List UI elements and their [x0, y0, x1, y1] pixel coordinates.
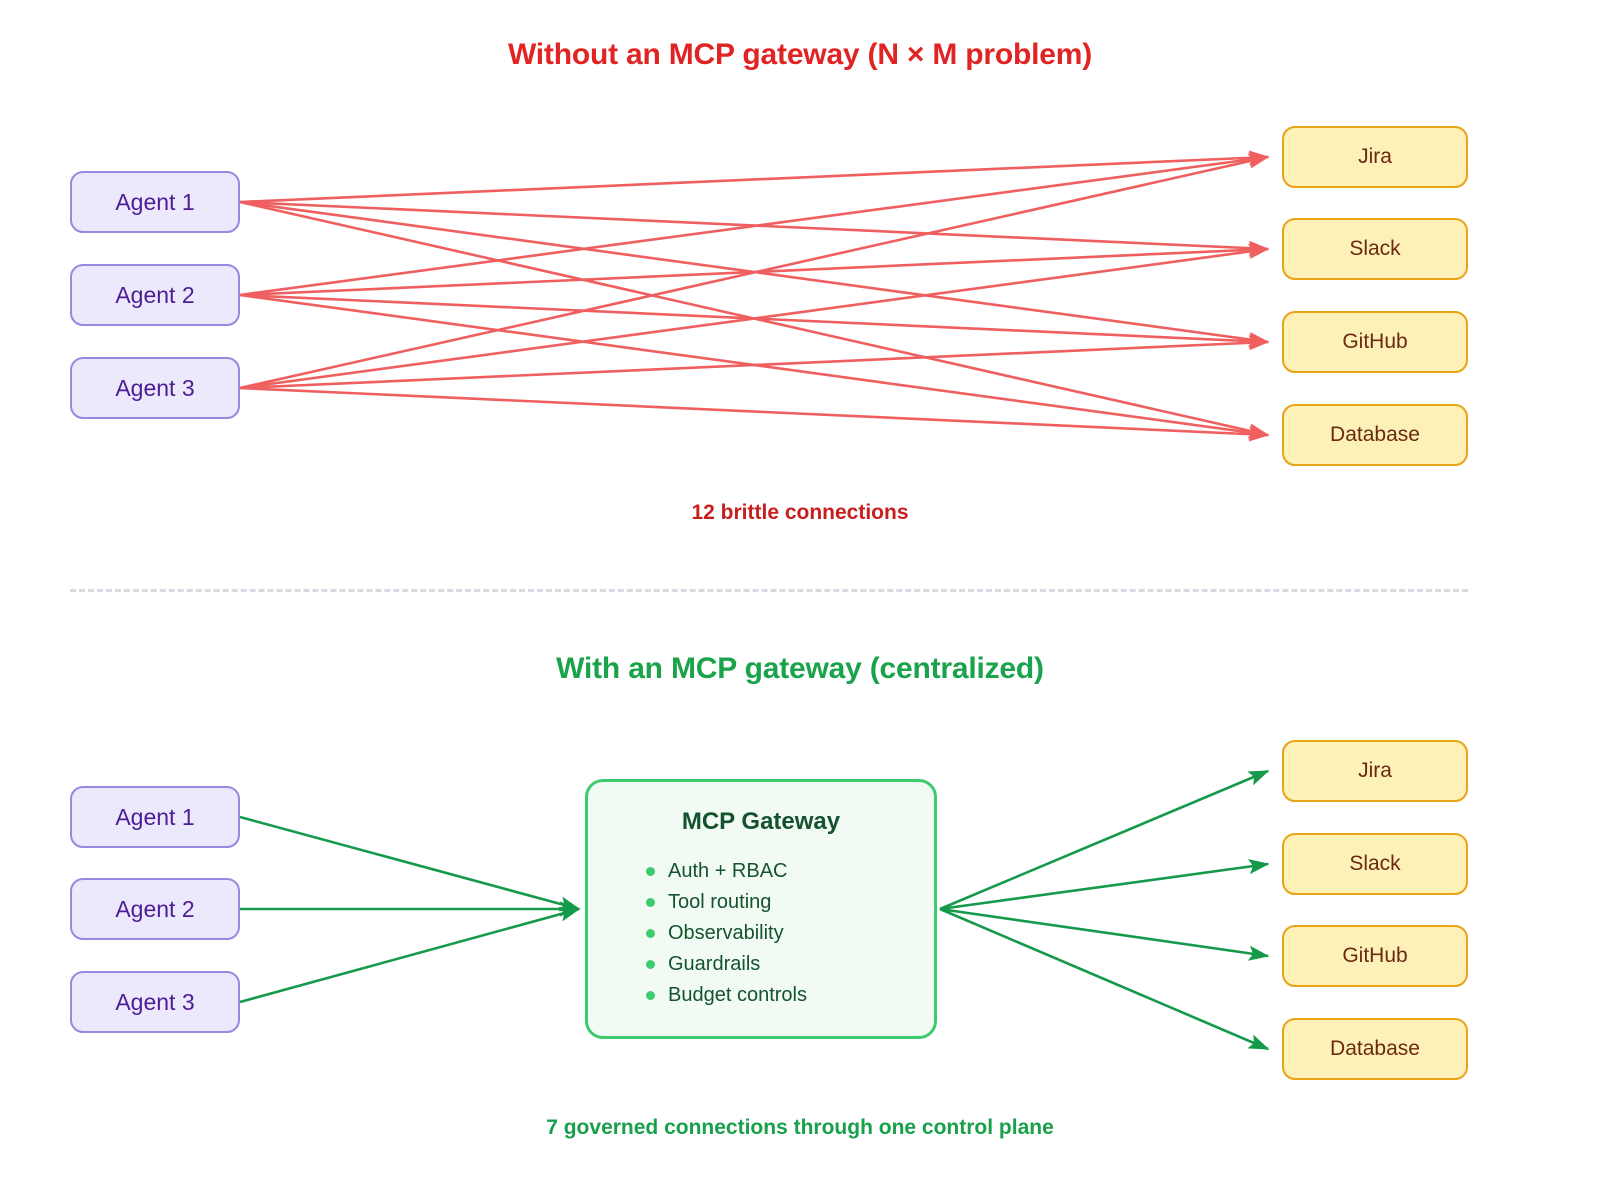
node-label: GitHub — [1342, 330, 1408, 353]
node-service-github-with[interactable]: GitHub — [1282, 925, 1468, 987]
gateway-feature-item: Auth + RBAC — [646, 856, 934, 887]
edge-gateway-slack — [939, 859, 1270, 911]
node-label: GitHub — [1342, 944, 1408, 967]
gateway-feature-label: Budget controls — [668, 984, 807, 1006]
node-service-database-with[interactable]: Database — [1282, 1018, 1468, 1080]
edge-agent2-database — [239, 293, 1270, 440]
node-label: Agent 1 — [115, 188, 195, 215]
gateway-feature-label: Tool routing — [668, 891, 772, 913]
edge-agent1-gateway — [239, 815, 581, 912]
node-label: Database — [1330, 423, 1420, 446]
edge-gateway-jira — [939, 769, 1270, 911]
node-agent-1-without[interactable]: Agent 1 — [70, 171, 240, 233]
edge-agent3-github — [239, 335, 1270, 390]
node-service-slack-without[interactable]: Slack — [1282, 218, 1468, 280]
gateway-inbound-edges-group — [239, 815, 581, 1004]
gateway-title: MCP Gateway — [681, 808, 841, 835]
edge-agent2-slack — [239, 242, 1270, 297]
node-label: Agent 3 — [115, 374, 195, 401]
edge-agent3-database — [239, 386, 1270, 442]
node-label: Agent 2 — [115, 281, 195, 308]
gateway-feature-label: Auth + RBAC — [668, 860, 788, 882]
node-service-database-without[interactable]: Database — [1282, 404, 1468, 466]
section-divider — [70, 589, 1468, 592]
node-agent-3-without[interactable]: Agent 3 — [70, 357, 240, 419]
node-agent-2-with[interactable]: Agent 2 — [70, 878, 240, 940]
bullet-icon — [646, 991, 655, 1000]
edge-agent1-github — [239, 200, 1270, 347]
mesh-edges-group — [239, 150, 1270, 442]
node-label: Database — [1330, 1037, 1420, 1060]
gateway-feature-item: Guardrails — [646, 949, 934, 980]
edge-agent3-gateway — [239, 906, 581, 1004]
edge-agent1-jira — [239, 150, 1270, 204]
gateway-feature-item: Tool routing — [646, 887, 934, 918]
node-agent-3-with[interactable]: Agent 3 — [70, 971, 240, 1033]
node-label: Jira — [1358, 145, 1392, 168]
without-gateway-title: Without an MCP gateway (N × M problem) — [507, 38, 1093, 71]
node-mcp-gateway[interactable]: MCP Gateway Auth + RBAC Tool routing Obs… — [585, 779, 937, 1039]
node-label: Agent 2 — [115, 895, 195, 922]
gateway-feature-item: Observability — [646, 918, 934, 949]
edge-agent3-jira — [239, 153, 1270, 390]
gateway-feature-item: Budget controls — [646, 980, 934, 1011]
edge-agent1-slack — [239, 200, 1270, 256]
node-service-github-without[interactable]: GitHub — [1282, 311, 1468, 373]
gateway-feature-label: Observability — [668, 922, 784, 944]
gateway-outbound-edges-group — [939, 769, 1270, 1051]
bullet-icon — [646, 960, 655, 969]
with-gateway-title: With an MCP gateway (centralized) — [556, 652, 1044, 685]
bullet-icon — [646, 898, 655, 907]
node-label: Agent 1 — [115, 803, 195, 830]
gateway-feature-label: Guardrails — [668, 953, 761, 975]
edge-agent1-database — [239, 200, 1270, 439]
edge-gateway-database — [939, 907, 1270, 1051]
edge-agent2-github — [239, 293, 1270, 349]
without-gateway-caption: 12 brittle connections — [691, 501, 909, 524]
node-service-jira-with[interactable]: Jira — [1282, 740, 1468, 802]
gateway-feature-list: Auth + RBAC Tool routing Observability G… — [588, 856, 934, 1011]
node-label: Slack — [1349, 237, 1401, 260]
node-agent-1-with[interactable]: Agent 1 — [70, 786, 240, 848]
edge-gateway-github — [939, 907, 1270, 961]
node-label: Slack — [1349, 852, 1401, 875]
with-gateway-caption: 7 governed connections through one contr… — [546, 1116, 1054, 1139]
node-label: Jira — [1358, 759, 1392, 782]
node-agent-2-without[interactable]: Agent 2 — [70, 264, 240, 326]
node-service-slack-with[interactable]: Slack — [1282, 833, 1468, 895]
bullet-icon — [646, 929, 655, 938]
edge-agent2-jira — [239, 152, 1270, 297]
node-service-jira-without[interactable]: Jira — [1282, 126, 1468, 188]
bullet-icon — [646, 867, 655, 876]
node-label: Agent 3 — [115, 988, 195, 1015]
edge-agent3-slack — [239, 244, 1270, 390]
